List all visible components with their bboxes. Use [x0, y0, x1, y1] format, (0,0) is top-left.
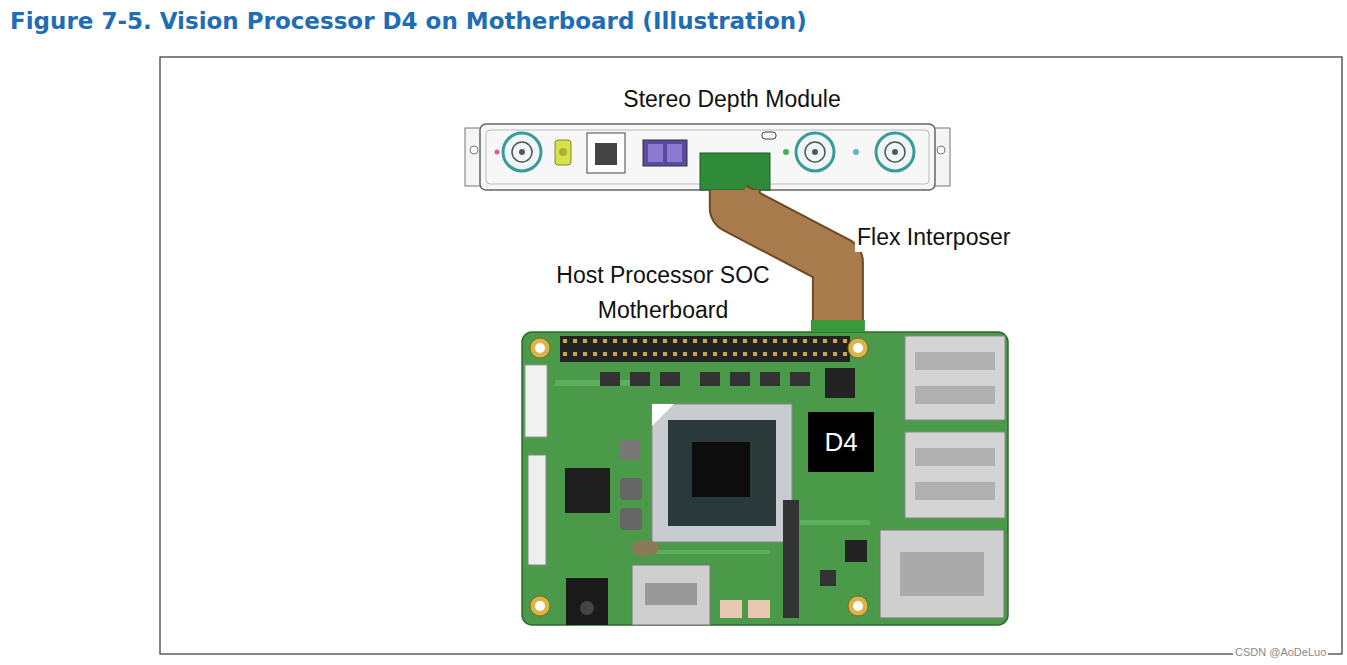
usb-port: [915, 352, 995, 370]
led-part: [555, 140, 571, 165]
module-dot: [495, 150, 500, 155]
pin-header: [560, 336, 850, 362]
ir-projector: [587, 133, 625, 173]
rgb-sensor: [643, 140, 687, 166]
camera-lens: [892, 149, 898, 155]
figure-frame: [160, 57, 1342, 654]
motherboard-node: Host Processor SOC MotherboardD4: [522, 332, 1008, 625]
camera-lens: [805, 142, 825, 162]
smd-part: [700, 372, 720, 386]
camera-lens: [796, 133, 834, 171]
mount-hole: [535, 343, 545, 353]
hdmi-port: [645, 583, 697, 605]
side-connector: [525, 365, 547, 437]
usb-port: [915, 386, 995, 404]
mount-hole: [530, 338, 550, 358]
cable-outline: [735, 190, 838, 332]
ic-chip: [845, 540, 867, 562]
inductor: [620, 440, 640, 460]
chip-label: D4: [824, 423, 857, 462]
smd-part: [820, 570, 836, 586]
pin-header: [560, 336, 850, 362]
depth-module-illustration: [465, 124, 950, 190]
camera-lens: [812, 149, 818, 155]
mount-hole: [937, 146, 945, 154]
soc-package: [668, 420, 776, 526]
ic-chip: [565, 468, 610, 513]
ethernet-port: [900, 552, 984, 596]
usb-port: [915, 482, 995, 500]
mount-hole: [848, 596, 868, 616]
soc-die: [692, 442, 750, 497]
small-connector: [748, 600, 770, 618]
crystal: [631, 540, 659, 556]
mount-hole: [470, 146, 478, 154]
fpc-connector: [783, 500, 799, 618]
mount-hole: [530, 596, 550, 616]
hdmi-port: [632, 565, 710, 625]
module-slot: [762, 132, 776, 139]
camera-lens: [512, 142, 532, 162]
smd-part: [790, 372, 810, 386]
watermark: CSDN @AoDeLuo: [1233, 645, 1328, 659]
flex-cable: [735, 190, 838, 332]
module-node: Stereo Depth Module: [480, 124, 935, 190]
led-part: [559, 148, 567, 156]
mount-hole: [535, 601, 545, 611]
smd-part: [660, 372, 680, 386]
figure-title: Figure 7-5. Vision Processor D4 on Mothe…: [10, 6, 807, 36]
camera-lens: [519, 149, 525, 155]
cable-connector: [811, 320, 865, 332]
camera-lens: [876, 133, 914, 171]
motherboard-illustration: [522, 332, 1008, 625]
audio-jack: [566, 578, 608, 625]
mount-hole: [848, 338, 868, 358]
module-dot: [853, 149, 859, 155]
smd-part: [730, 372, 750, 386]
mount-hole: [853, 601, 863, 611]
camera-lens: [885, 142, 905, 162]
fpc-connector: [528, 455, 546, 565]
inductor: [620, 478, 642, 500]
camera-lens: [503, 133, 541, 171]
pcb-trace: [800, 520, 870, 525]
module-body: [480, 124, 935, 190]
usb-port: [915, 448, 995, 466]
small-connector: [720, 600, 742, 618]
usb-port: [905, 336, 1005, 420]
cable-label: Flex Interposer: [855, 222, 1012, 252]
inductor: [620, 508, 642, 530]
smd-part: [630, 372, 650, 386]
usb-port: [905, 432, 1005, 518]
pcb-trace: [650, 550, 770, 554]
ic-chip: [825, 368, 855, 398]
part-heading: Host Processor SOC Motherboard: [538, 258, 788, 328]
ir-projector: [595, 143, 617, 165]
part-heading: Stereo Depth Module: [602, 82, 862, 117]
ethernet-port: [880, 530, 1004, 618]
pcb-board: [522, 332, 1008, 625]
module-dot: [783, 149, 789, 155]
mount-hole: [853, 343, 863, 353]
soc-package: [652, 404, 792, 542]
smd-part: [760, 372, 780, 386]
chip-box: D4: [808, 412, 874, 472]
smd-part: [600, 372, 620, 386]
audio-jack: [580, 601, 594, 615]
flex-connector: [700, 153, 770, 190]
rgb-sensor: [667, 144, 682, 162]
rgb-sensor: [648, 144, 663, 162]
